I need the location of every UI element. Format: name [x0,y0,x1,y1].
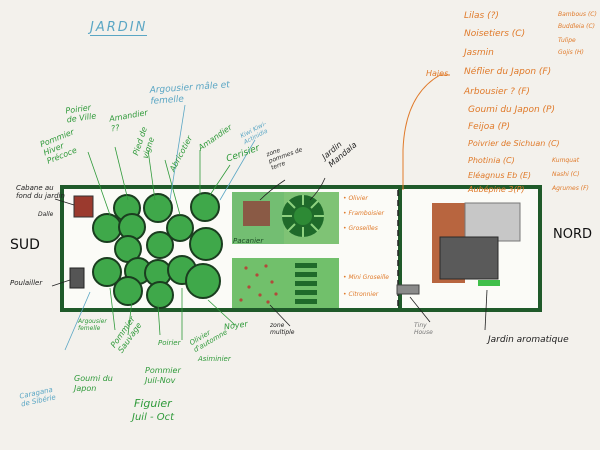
haies-label: Haies [426,69,449,78]
cabane-dalle-label: Dalle [38,211,54,218]
page-title: JARDIN [90,20,148,36]
hedge-side-item: Agrumes (F) [552,185,589,192]
hedge-item: Lilas (?) [464,11,499,21]
hedge-item: Néflier du Japon (F) [464,67,552,77]
framboisier-item: • Framboisier [343,210,384,217]
haies-arrow [402,74,450,190]
tree [113,276,143,306]
hedge-item: Goumi du Japon (P) [468,105,555,115]
figuier-label: Figuier [134,397,172,410]
zone-multiple-label: zone multiple [270,322,295,337]
tiny-house [396,284,420,295]
cabane-shed [73,195,94,218]
jardin-aromatique-bed [478,280,500,286]
potato-bed [243,201,270,226]
hedge-item: Noisetiers (C) [464,29,526,39]
hedge-item: Photinia (C) [468,156,515,165]
hedge-side-item: Tulipe [558,37,576,44]
hedge-item: Eléagnus Eb (E) [468,171,532,180]
hedge-item: Jasmin [464,48,494,58]
asimine-label: Asiminier [198,355,231,363]
north-building-light [464,202,521,242]
hedge-side-item: Bambous (C) [558,11,597,18]
hedge-side-item: Nashi (C) [552,171,580,178]
raised-beds [295,263,317,304]
plant-dots [239,264,278,304]
mini-groseilles-item: • Mini Groseille [343,274,389,281]
tree [185,263,221,299]
poulailler-label: Poulailler [10,279,43,287]
goumi-label: Goumi du Japon [74,374,113,393]
olivier-item: • Olivier [343,195,368,202]
poire-label: Poirier [158,339,181,347]
hedge-item: Aubépine 3(P) [468,185,525,194]
argousier-bottom-label: Argousier femelle [78,318,107,333]
north-building-dark [439,236,499,280]
tree [92,257,122,287]
hedge-side-item: Buddleia (C) [558,23,596,30]
hedge-side-item: Gojis (H) [558,49,584,56]
annotation-lines [87,146,236,340]
poulailler-coop [69,267,85,289]
mandala-garden [282,195,324,237]
tree [92,213,122,243]
citronnier-item: • Citronnier [343,291,379,298]
figuier-sub-label: Juil - Oct [132,412,175,423]
tree [146,231,174,259]
jardin-aromatique-label: Jardin aromatique [488,335,569,345]
tree [190,192,220,222]
zone-multiple [232,258,339,308]
tree [143,193,173,223]
tree [189,227,223,261]
annotation-lines-black [51,177,488,331]
sud-label: SUD [10,237,40,253]
hedge-item: Poivrier de Sichuan (C) [468,139,560,148]
groseilles-item: • Groseilles [343,225,378,232]
tiny-house-label: Tiny House [414,322,433,337]
orchard-trees [92,192,223,309]
hedge-item: Feijoa (P) [468,122,511,132]
pommier-juil-label: Pommier Juil-Nov [145,366,181,385]
annotation-lines-blue [64,104,256,351]
tree [146,281,174,309]
pacanier-label: Pacanier [233,237,264,245]
hedge-side-item: Kumquat [552,157,580,164]
cabane-label: Cabane au fond du jardin [16,184,65,201]
hedge-item: Arbousier ? (F) [464,87,530,97]
nord-label: NORD [553,227,592,242]
